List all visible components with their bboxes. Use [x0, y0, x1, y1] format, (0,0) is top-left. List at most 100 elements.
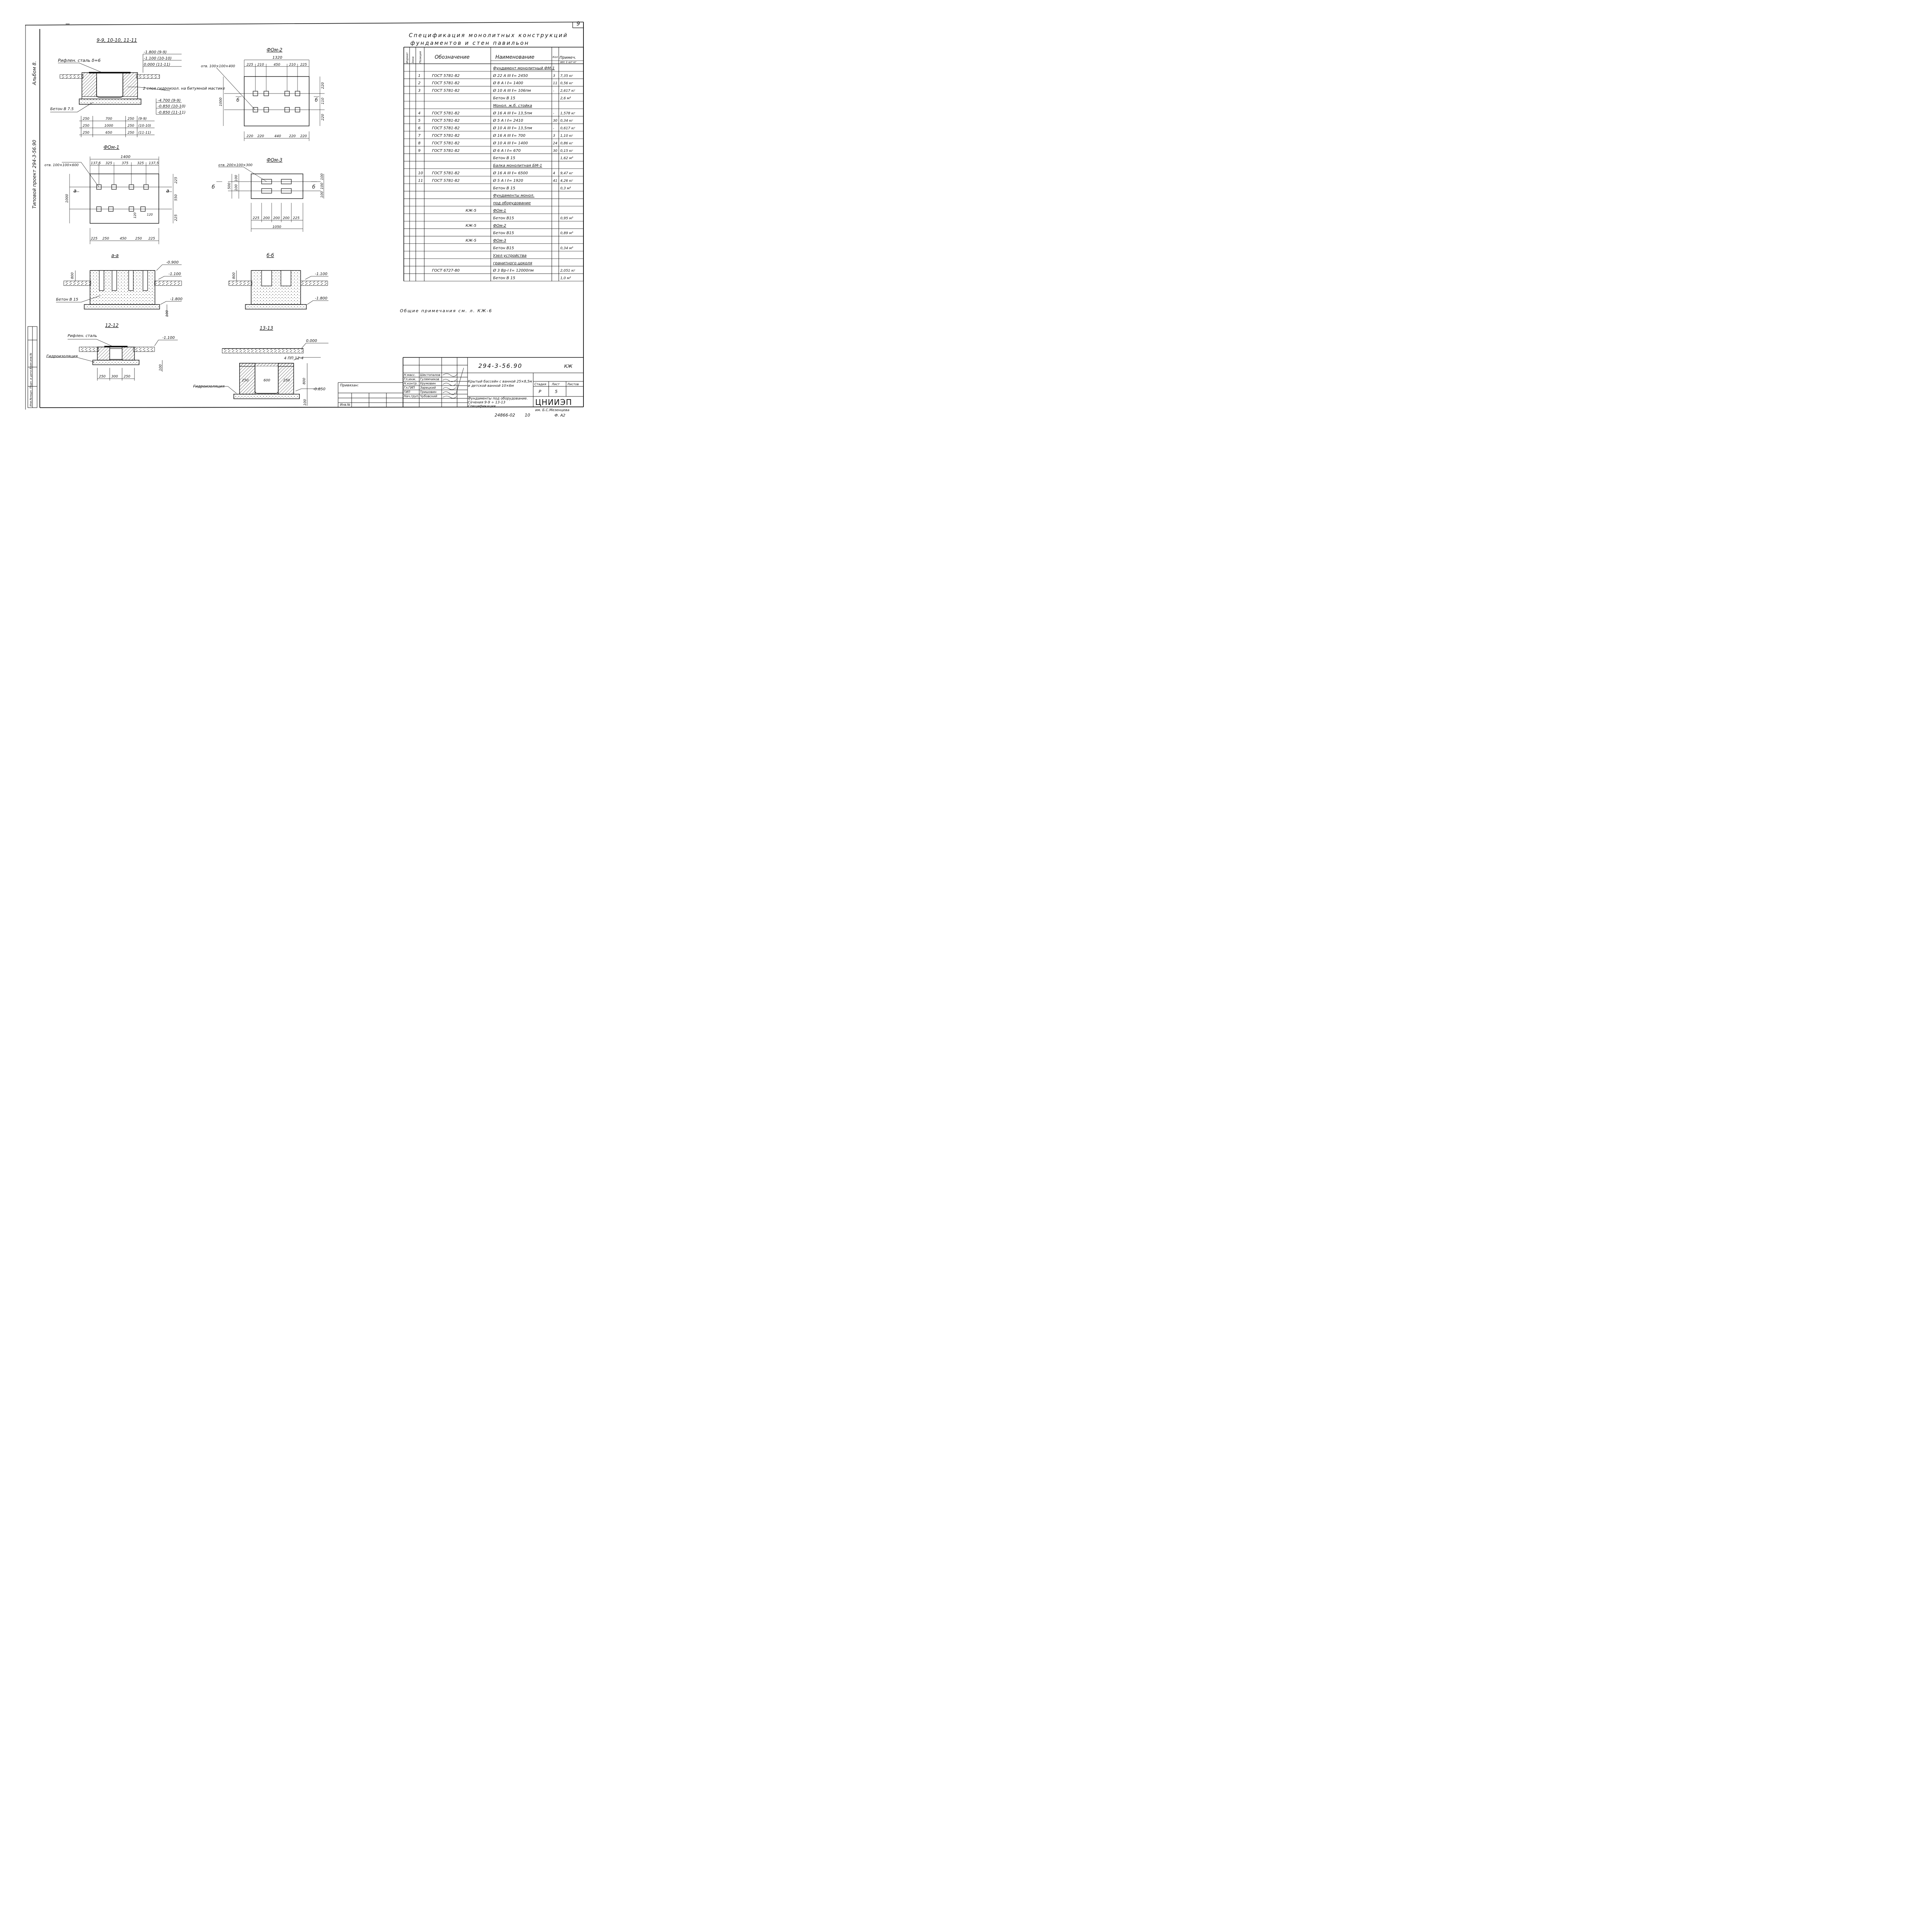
- spec-title-1: Спецификация монолитных конструкций: [409, 32, 568, 39]
- fom2-top-0: 225: [247, 63, 253, 67]
- sec-a-level-1: -1.100: [168, 272, 181, 276]
- plan-fom-2: ФОм-2 отв. 100×100×400 1320 225 210 450: [201, 47, 325, 141]
- tb-doc-code: 294-3-56.90: [478, 362, 522, 369]
- fom1-cut-left: а: [73, 188, 77, 194]
- spec-row-qty: 24: [553, 141, 558, 145]
- dim-9-r2-c: 250: [128, 131, 134, 135]
- fom3-left-total: 500: [228, 183, 231, 189]
- fom3-cut-left: б: [212, 184, 215, 190]
- title-block: [338, 357, 583, 407]
- fom1-left: 1000: [65, 194, 69, 203]
- fom2-bot-2: 440: [274, 134, 281, 138]
- spec-row-qty: 11: [553, 82, 557, 85]
- sec-13-waterproof: Гидроизоляция: [193, 384, 224, 389]
- sec-12-level: -1.100: [162, 336, 175, 340]
- spec-row-name: Ø 8 A I ℓ= 1400: [493, 81, 523, 85]
- fom2-right-1: 110: [321, 98, 325, 104]
- spec-row-name: ФОм-3: [493, 239, 506, 243]
- spec-row-ref: ГОСТ 5781-82: [432, 179, 460, 183]
- fom3-left-1: 100: [235, 184, 238, 191]
- spec-row-name: Ø 16 A III ℓ= 6500: [493, 171, 528, 175]
- fom2-top-total: 1320: [272, 56, 282, 60]
- sec-b-level-1: -1.800: [315, 296, 327, 301]
- spec-row-name: Ø 5 A I ℓ= 1920: [493, 178, 523, 183]
- spec-row-ref: ГОСТ 5781-82: [432, 134, 460, 138]
- fom2-bot-0: 220: [247, 134, 253, 138]
- spec-row-note: 0,95 м³: [560, 216, 573, 220]
- fom3-right-1: 100: [320, 183, 324, 189]
- spec-row-pos: 5: [418, 119, 420, 123]
- tb-role-0: Н.масс.: [404, 373, 416, 377]
- tb-name-1: Гулямчиков: [420, 378, 439, 381]
- spec-row-name: Бетон В 15: [493, 186, 515, 190]
- fom1-top-0: 137,5: [91, 162, 101, 165]
- level-9-bot-1: -0.850 (10-10): [158, 104, 185, 109]
- general-notes: Общие примечания см. л. КЖ-6: [400, 308, 492, 313]
- spec-row-note: 1,62 м³: [560, 156, 573, 160]
- sec-a-level-2: -1.800: [170, 297, 182, 301]
- fom3-bot-1: 200: [263, 216, 270, 220]
- spec-row-note: 2,051 кг: [560, 269, 575, 273]
- fom1-small-0: 120: [133, 213, 137, 218]
- spec-row-name: Ø 10 A III ℓ= 13,5пм: [493, 126, 532, 131]
- fom1-bot-0: 225: [91, 237, 97, 241]
- spec-row-ref: ГОСТ 5781-82: [432, 89, 460, 93]
- tb-stage-header: Стадия: [534, 383, 546, 386]
- spec-row-name: Ø 10 A III ℓ= 106пм: [493, 88, 531, 93]
- fom2-top-2: 450: [274, 63, 280, 67]
- dim-9-r0-c: 250: [128, 117, 134, 121]
- fom2-top-4: 225: [300, 63, 307, 67]
- spec-row-note: 0,86 кг: [560, 141, 573, 145]
- sec-12-dim-2: 250: [124, 375, 130, 379]
- spec-row-note: 2,6 м³: [560, 97, 571, 100]
- dim-9-r2-a: 250: [83, 131, 89, 135]
- fom3-bot-total: 1050: [272, 225, 281, 229]
- dim-9-r0-a: 250: [83, 117, 89, 121]
- fom1-bot-4: 225: [148, 237, 155, 241]
- sec-a-dim-1: 100: [165, 310, 169, 317]
- spec-row-ref: ГОСТ 5781-82: [432, 149, 460, 153]
- fom3-bot-4: 225: [293, 216, 299, 220]
- dim-9-r0-d: (9-9): [138, 117, 147, 121]
- sheet-number: 9: [577, 21, 580, 27]
- spec-row-qty: 30: [553, 149, 558, 153]
- spec-row-pos: 10: [418, 171, 423, 175]
- fom2-cut-right: б: [315, 97, 318, 103]
- sec-a-dim-0: 800: [71, 272, 75, 279]
- plan-fom-3: ФОм-3 отв. 200×100×300 100 100 500 100 1…: [212, 157, 324, 232]
- spec-header-pos: Позиция: [419, 51, 422, 63]
- spec-row-name: Фундаменты монол.: [493, 194, 534, 198]
- inventory-stamp: [27, 326, 37, 408]
- spec-row-ref: ГОСТ 5781-82: [432, 74, 460, 78]
- dim-9-r2-d: (11-11): [138, 131, 151, 135]
- level-9-bot-2: -0.850 (11-11): [158, 111, 185, 115]
- tb-org: ЦНИИЭП: [535, 398, 572, 407]
- level-9-bot-0: -4.700 (9-9): [158, 99, 181, 103]
- spec-row-note: 7,35 кг: [560, 74, 573, 78]
- fom2-bot-1: 220: [257, 134, 264, 138]
- spec-row-note: 0,89 м³: [560, 231, 573, 235]
- level-9-top-0: -1.800 (9-9): [144, 50, 167, 54]
- spec-row-name: Бетон В15: [493, 216, 514, 220]
- spec-row-name: Ø 5 A I ℓ= 2410: [493, 118, 523, 123]
- spec-row-ref: ГОСТ 5781-82: [432, 119, 460, 123]
- label-waterproof-9: 2 слоя гидроизол. на битумной мастике: [143, 86, 225, 91]
- section-12-12: 12-12 Рифлен. сталь Гидроизоляция -1.100…: [46, 323, 178, 381]
- tb-role-4: ГИП: [404, 390, 410, 394]
- sec-12-dim-side: 100: [159, 364, 163, 371]
- sec-b-level-0: -1.100: [315, 272, 327, 276]
- spec-header-zone: Зона: [412, 56, 415, 63]
- tb-bottom-num: 10: [525, 413, 530, 418]
- fom2-cut-left: б: [236, 97, 240, 103]
- fom1-hole-note: отв. 100×100×600: [44, 163, 79, 167]
- sec-13-level2: -0.850: [313, 387, 325, 391]
- fom1-top-total: 1400: [121, 155, 130, 159]
- spec-header-qty: Кол: [553, 56, 558, 59]
- tb-sheets-header: Листов: [567, 383, 579, 386]
- spec-row-qty: -: [553, 89, 554, 93]
- tb-name-4: Тришовин: [420, 390, 437, 394]
- spec-row-note: 9,47 кг: [560, 172, 573, 175]
- spec-row-name: Ø 3 Вр-I ℓ= 12000пм: [493, 268, 534, 273]
- spec-row-pos: 2: [418, 81, 420, 85]
